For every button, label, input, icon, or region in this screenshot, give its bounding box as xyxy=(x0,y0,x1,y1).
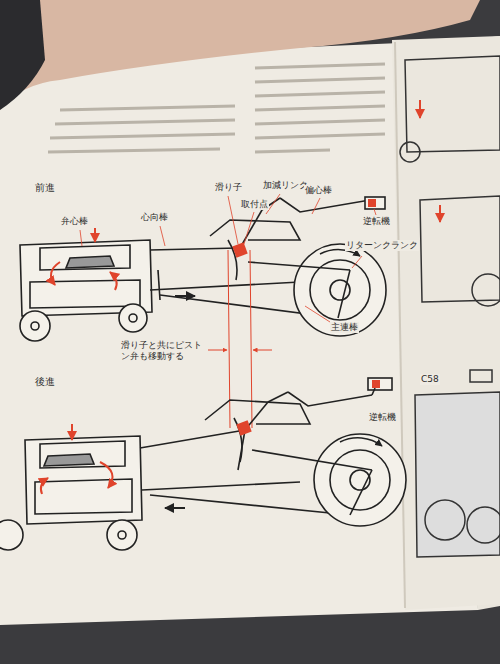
part-label: 偏心棒 xyxy=(304,185,333,196)
rotation-arrow xyxy=(340,438,382,446)
reverser-mark xyxy=(368,199,376,207)
lower-flow-arrows xyxy=(41,424,113,494)
part-label: 主連棒 xyxy=(330,322,359,333)
reverser-mark xyxy=(372,380,380,388)
figure-heading: 後進 xyxy=(34,376,56,389)
die-block xyxy=(232,242,247,257)
part-label: C58 xyxy=(420,374,440,385)
die-block xyxy=(236,420,251,435)
right-page-figures xyxy=(400,56,500,557)
page-fold xyxy=(395,42,405,608)
hand xyxy=(0,0,480,110)
part-label: 弁心棒 xyxy=(60,216,89,227)
part-label: リターンクランク xyxy=(345,240,419,251)
body-text-lines xyxy=(48,64,385,152)
upper-flow-arrows xyxy=(51,228,117,290)
part-label: 加減リンク xyxy=(262,180,309,191)
part-label: 滑り子 xyxy=(214,182,243,193)
part-label: 取付点 xyxy=(240,199,269,210)
part-label: 心向棒 xyxy=(140,212,169,223)
part-label: 逆転機 xyxy=(362,216,391,227)
motion-arrow xyxy=(165,507,185,509)
right-page-arrows xyxy=(420,100,440,222)
figure-heading: 前進 xyxy=(34,182,56,195)
part-label: 逆転機 xyxy=(368,412,397,423)
lower-gear xyxy=(0,378,406,550)
motion-arrow xyxy=(175,295,195,297)
note-label: 滑り子と共にピストン弁も移動する xyxy=(120,340,208,363)
right-page xyxy=(392,36,500,610)
leader-lines xyxy=(80,194,376,322)
sleeve xyxy=(0,0,45,110)
upper-gear xyxy=(20,197,386,341)
